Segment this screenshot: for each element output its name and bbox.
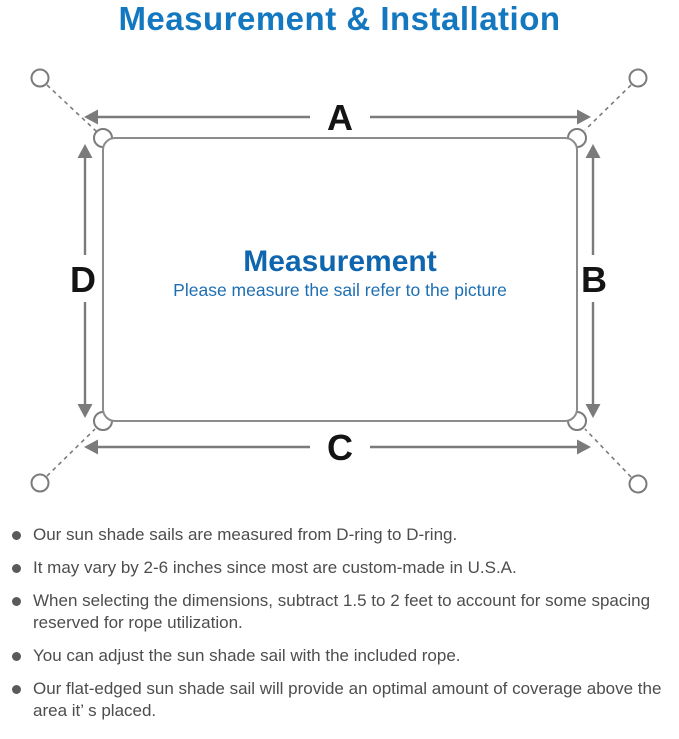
arrowhead-a-right-icon — [577, 109, 591, 125]
anchor-circle-bottom-right — [628, 474, 648, 494]
list-item: Our sun shade sails are measured from D-… — [10, 524, 670, 546]
sail-rectangle — [102, 137, 578, 422]
anchor-circle-top-right — [628, 68, 648, 88]
rope-dashed-line-bottom-right — [584, 428, 632, 478]
note-text: Our flat-edged sun shade sail will provi… — [33, 679, 662, 720]
side-label-b: B — [581, 259, 607, 300]
rope-dashed-line-top-right — [584, 84, 632, 131]
side-label-d: D — [70, 259, 96, 300]
anchor-circle-bottom-left — [30, 473, 50, 493]
bullet-dot-icon — [12, 685, 21, 694]
side-label-c: C — [327, 427, 353, 468]
notes-list: Our sun shade sails are measured from D-… — [10, 524, 670, 733]
arrowhead-a-left-icon — [84, 109, 98, 125]
arrowhead-d-down-icon — [77, 404, 93, 418]
list-item: You can adjust the sun shade sail with t… — [10, 645, 670, 667]
diagram-center-heading: Measurement — [243, 245, 436, 278]
measurement-diagram: A B C D Measurement Please measure the s… — [30, 68, 648, 494]
note-text: It may vary by 2-6 inches since most are… — [33, 558, 517, 577]
list-item: It may vary by 2-6 inches since most are… — [10, 557, 670, 579]
bullet-dot-icon — [12, 564, 21, 573]
arrowhead-d-up-icon — [77, 144, 93, 158]
bullet-dot-icon — [12, 597, 21, 606]
anchor-circle-top-left — [30, 68, 50, 88]
rope-dashed-line-top-left — [46, 84, 97, 132]
note-text: When selecting the dimensions, subtract … — [33, 591, 651, 632]
diagram-center-caption: Please measure the sail refer to the pic… — [173, 280, 507, 300]
arrowhead-b-down-icon — [585, 404, 601, 418]
arrowhead-b-up-icon — [585, 144, 601, 158]
list-item: Our flat-edged sun shade sail will provi… — [10, 678, 670, 722]
bullet-dot-icon — [12, 652, 21, 661]
bullet-dot-icon — [12, 531, 21, 540]
page-title: Measurement & Installation — [118, 0, 561, 37]
arrowhead-c-right-icon — [577, 439, 591, 455]
arrowhead-c-left-icon — [84, 439, 98, 455]
list-item: When selecting the dimensions, subtract … — [10, 590, 670, 634]
note-text: Our sun shade sails are measured from D-… — [33, 525, 458, 544]
note-text: You can adjust the sun shade sail with t… — [33, 646, 461, 665]
side-label-a: A — [327, 97, 353, 138]
rope-dashed-line-bottom-left — [46, 428, 96, 477]
